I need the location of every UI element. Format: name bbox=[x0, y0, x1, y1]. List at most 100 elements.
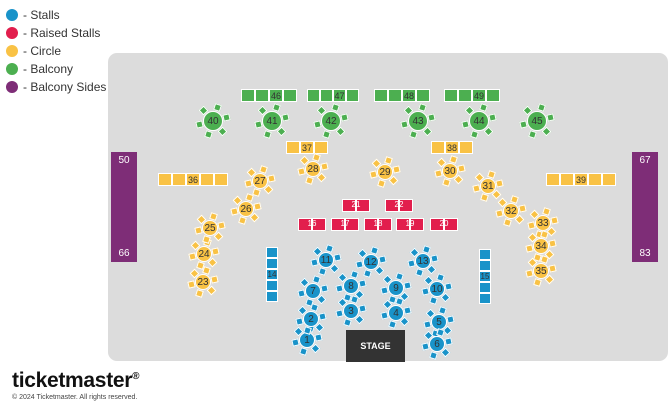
table-7[interactable]: 7 bbox=[305, 283, 321, 299]
seat[interactable] bbox=[358, 279, 367, 288]
bar-seat[interactable]: 48 bbox=[402, 89, 416, 102]
bar-seat[interactable]: 37 bbox=[300, 141, 314, 154]
table-32[interactable]: 32 bbox=[503, 203, 519, 219]
raised-seat[interactable] bbox=[410, 218, 424, 231]
bar-section-15[interactable]: 15 bbox=[479, 249, 491, 304]
raised-section-21[interactable]: 21 bbox=[342, 199, 370, 212]
seat[interactable] bbox=[318, 312, 327, 321]
seat[interactable] bbox=[495, 179, 504, 188]
seat[interactable] bbox=[314, 333, 323, 342]
bar-seat[interactable]: 47 bbox=[333, 89, 346, 102]
seat[interactable] bbox=[403, 306, 412, 315]
bar-seat[interactable] bbox=[431, 141, 445, 154]
raised-seat[interactable] bbox=[396, 218, 410, 231]
bar-seat[interactable] bbox=[283, 89, 297, 102]
table-25[interactable]: 25 bbox=[202, 220, 218, 236]
seat[interactable] bbox=[548, 264, 557, 273]
bar-seat[interactable]: 46 bbox=[269, 89, 283, 102]
bar-section-38[interactable]: 38 bbox=[431, 141, 473, 154]
bar-seat[interactable] bbox=[241, 89, 255, 102]
seat[interactable] bbox=[253, 202, 262, 211]
raised-seat[interactable] bbox=[364, 218, 378, 231]
raised-section-22[interactable]: 22 bbox=[385, 199, 413, 212]
seat[interactable] bbox=[518, 204, 527, 213]
bar-seat[interactable] bbox=[416, 89, 430, 102]
seat[interactable] bbox=[550, 216, 559, 225]
seat[interactable] bbox=[548, 239, 557, 248]
raised-seat[interactable] bbox=[312, 218, 326, 231]
table-45[interactable]: 45 bbox=[527, 111, 547, 131]
table-27[interactable]: 27 bbox=[252, 173, 268, 189]
bar-seat[interactable] bbox=[286, 141, 300, 154]
table-30[interactable]: 30 bbox=[442, 163, 458, 179]
table-24[interactable]: 24 bbox=[196, 246, 212, 262]
table-1[interactable]: 1 bbox=[299, 332, 315, 348]
table-10[interactable]: 10 bbox=[429, 281, 445, 297]
seat[interactable] bbox=[446, 315, 455, 324]
bar-seat[interactable] bbox=[266, 258, 278, 269]
raised-seat[interactable] bbox=[356, 199, 370, 212]
seat[interactable] bbox=[444, 282, 453, 291]
bar-seat[interactable] bbox=[602, 173, 616, 186]
bar-seat[interactable] bbox=[314, 141, 328, 154]
table-8[interactable]: 8 bbox=[343, 278, 359, 294]
table-2[interactable]: 2 bbox=[303, 311, 319, 327]
raised-seat[interactable] bbox=[385, 199, 399, 212]
table-23[interactable]: 23 bbox=[195, 274, 211, 290]
seat[interactable] bbox=[267, 174, 276, 183]
table-11[interactable]: 11 bbox=[318, 252, 334, 268]
table-29[interactable]: 29 bbox=[377, 164, 393, 180]
balcony-side-right[interactable]: 67 83 bbox=[632, 152, 658, 262]
table-31[interactable]: 31 bbox=[480, 178, 496, 194]
table-9[interactable]: 9 bbox=[388, 280, 404, 296]
raised-seat[interactable] bbox=[298, 218, 312, 231]
bar-seat[interactable] bbox=[444, 89, 458, 102]
seat[interactable] bbox=[403, 281, 412, 290]
bar-section-14[interactable]: 14 bbox=[266, 247, 278, 302]
bar-seat[interactable] bbox=[266, 247, 278, 258]
table-35[interactable]: 35 bbox=[533, 263, 549, 279]
bar-seat[interactable] bbox=[266, 280, 278, 291]
table-40[interactable]: 40 bbox=[203, 111, 223, 131]
bar-section-46[interactable]: 46 bbox=[241, 89, 297, 102]
bar-seat[interactable] bbox=[266, 291, 278, 302]
bar-section-37[interactable]: 37 bbox=[286, 141, 328, 154]
bar-section-39[interactable]: 39 bbox=[546, 173, 616, 186]
bar-seat[interactable]: 49 bbox=[472, 89, 486, 102]
bar-seat[interactable] bbox=[459, 141, 473, 154]
raised-seat[interactable] bbox=[342, 199, 356, 212]
table-26[interactable]: 26 bbox=[238, 201, 254, 217]
seat[interactable] bbox=[378, 255, 387, 264]
bar-seat[interactable] bbox=[588, 173, 602, 186]
raised-section-18[interactable]: 18 bbox=[364, 218, 392, 231]
bar-seat[interactable]: 36 bbox=[186, 173, 200, 186]
raised-seat[interactable] bbox=[399, 199, 413, 212]
bar-seat[interactable]: 39 bbox=[574, 173, 588, 186]
bar-seat[interactable] bbox=[214, 173, 228, 186]
table-3[interactable]: 3 bbox=[343, 303, 359, 319]
table-42[interactable]: 42 bbox=[321, 111, 341, 131]
seat[interactable] bbox=[210, 275, 219, 284]
seat[interactable] bbox=[320, 162, 329, 171]
seat[interactable] bbox=[333, 253, 342, 262]
bar-seat[interactable] bbox=[307, 89, 320, 102]
seat[interactable] bbox=[392, 165, 401, 174]
bar-seat[interactable] bbox=[374, 89, 388, 102]
table-44[interactable]: 44 bbox=[469, 111, 489, 131]
table-5[interactable]: 5 bbox=[431, 314, 447, 330]
seat[interactable] bbox=[444, 337, 453, 346]
seat[interactable] bbox=[430, 254, 439, 263]
seat[interactable] bbox=[211, 247, 220, 256]
bar-seat[interactable] bbox=[158, 173, 172, 186]
table-34[interactable]: 34 bbox=[533, 238, 549, 254]
balcony-side-left[interactable]: 50 66 bbox=[111, 152, 137, 262]
bar-seat[interactable] bbox=[320, 89, 333, 102]
raised-seat[interactable] bbox=[430, 218, 444, 231]
table-41[interactable]: 41 bbox=[262, 111, 282, 131]
table-6[interactable]: 6 bbox=[429, 336, 445, 352]
bar-seat[interactable] bbox=[479, 282, 491, 293]
seat[interactable] bbox=[320, 284, 329, 293]
bar-seat[interactable] bbox=[486, 89, 500, 102]
bar-section-49[interactable]: 49 bbox=[444, 89, 500, 102]
bar-section-47[interactable]: 47 bbox=[307, 89, 359, 102]
